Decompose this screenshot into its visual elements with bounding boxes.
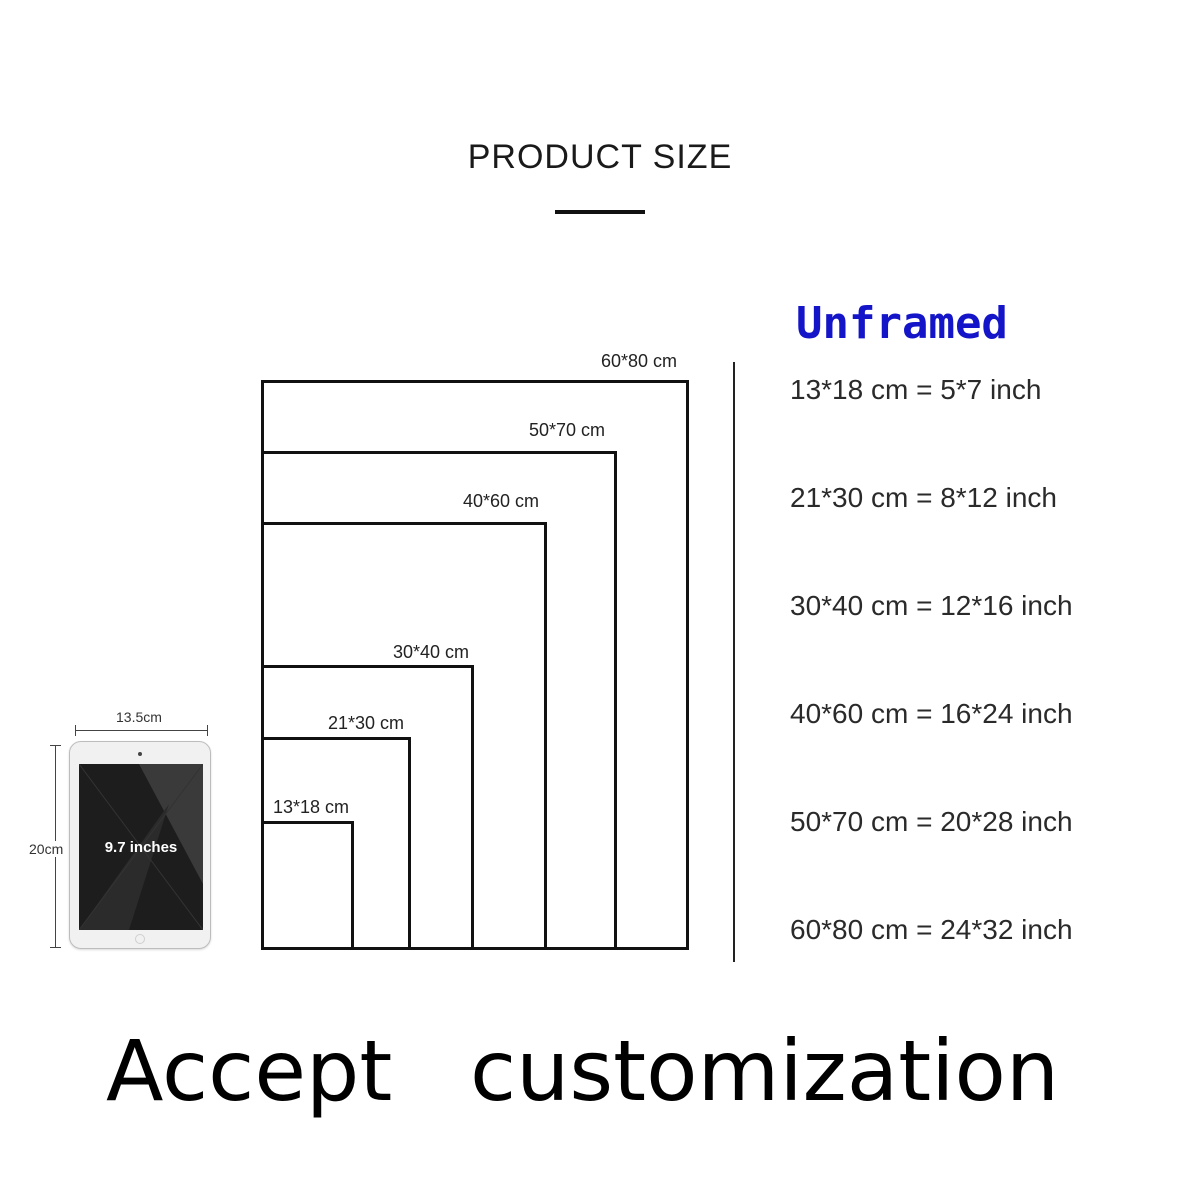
size-row: 60*80 cm = 24*32 inch [790,914,1073,945]
home-button-icon [135,934,145,944]
size-row: 21*30 cm = 8*12 inch [790,482,1057,513]
screen-reflection [79,764,203,930]
frame-label-21x30: 21*30 cm [328,713,405,733]
size-row: 50*70 cm = 20*28 inch [790,806,1073,837]
size-row: 30*40 cm = 12*16 inch [790,590,1073,621]
tablet-height-label: 20cm [29,841,64,857]
frame-13x18 [261,821,354,950]
tagline-accept: Accept [106,1022,393,1120]
tagline-customization: customization [470,1022,1060,1120]
size-row: 40*60 cm = 16*24 inch [790,698,1073,729]
frame-label-30x40: 30*40 cm [393,642,470,662]
frame-label-60x80: 60*80 cm [601,351,678,371]
title-underline [555,210,645,214]
size-row: 13*18 cm = 5*7 inch [790,374,1042,405]
tablet-width-label: 13.5cm [116,709,162,725]
frame-label-40x60: 40*60 cm [463,491,540,511]
tablet-width-dimension [75,725,208,736]
unframed-heading: Unframed [796,298,1008,349]
tablet-camera [138,752,142,756]
page-title: PRODUCT SIZE [467,138,733,176]
frame-label-13x18: 13*18 cm [273,797,350,817]
tablet-screen-label: 9.7 inches [104,839,178,856]
vertical-divider [733,362,735,962]
frame-label-50x70: 50*70 cm [529,420,606,440]
tablet-illustration: 9.7 inches [69,741,211,949]
tablet-screen: 9.7 inches [79,764,203,930]
